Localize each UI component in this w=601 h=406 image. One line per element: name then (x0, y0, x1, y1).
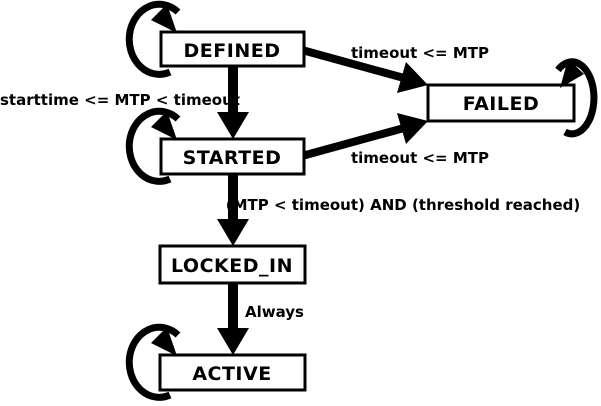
transition-locked-in-to-active-label: Always (245, 303, 304, 321)
state-defined: DEFINED (159, 30, 306, 68)
arrowhead-self-loop-failed (560, 59, 584, 88)
state-started-label: STARTED (183, 147, 282, 169)
state-active-box (158, 353, 307, 392)
arrowhead-locked-in-to-active (217, 328, 249, 355)
arrowhead-self-loop-active (151, 327, 177, 356)
state-failed-label: FAILED (463, 93, 539, 115)
transition-defined-to-started-label: starttime <= MTP < timeout (0, 91, 240, 109)
state-started: STARTED (159, 137, 306, 176)
state-failed-box (426, 83, 576, 123)
arrowhead-self-loop-started (151, 111, 177, 140)
arrowhead-defined-to-failed (397, 62, 428, 93)
transition-started-to-failed-line (300, 124, 406, 160)
state-locked-in-label: LOCKED_IN (171, 255, 293, 277)
self-loop-defined-arc (125, 0, 181, 78)
state-failed: FAILED (426, 83, 576, 123)
transition-defined-to-failed-label: timeout <= MTP (351, 44, 489, 62)
arrowhead-defined-to-started (217, 112, 249, 139)
transition-started-to-failed-label: timeout <= MTP (351, 149, 489, 167)
transition-started-to-locked-in-label: (MTP < timeout) AND (threshold reached) (226, 196, 581, 214)
arrowhead-started-to-failed (397, 113, 428, 144)
state-active: ACTIVE (158, 353, 307, 392)
arrowhead-started-to-locked-in (217, 219, 249, 246)
state-started-box (159, 137, 306, 176)
self-loop-active-arc (125, 323, 181, 401)
state-locked-in: LOCKED_IN (158, 244, 307, 285)
state-defined-box (159, 30, 306, 68)
transition-defined-to-failed-line (300, 46, 406, 82)
state-active-label: ACTIVE (192, 363, 271, 385)
self-loop-started-arc (125, 107, 181, 185)
state-locked-in-box (158, 244, 307, 285)
arrowhead-self-loop-defined (151, 4, 177, 33)
state-defined-label: DEFINED (184, 40, 281, 62)
